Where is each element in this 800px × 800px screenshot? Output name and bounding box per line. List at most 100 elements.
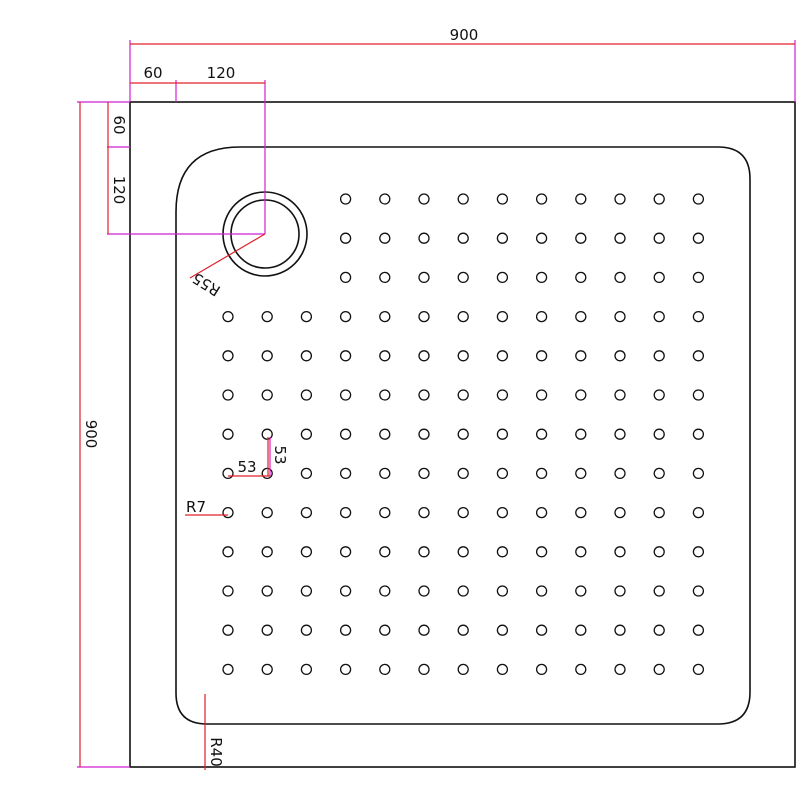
drainage-hole (496, 350, 509, 362)
drainage-hole (535, 232, 548, 244)
drainage-hole (653, 193, 665, 205)
drainage-hole (614, 467, 626, 480)
drainage-hole (653, 467, 665, 480)
drainage-hole (222, 546, 234, 558)
drainage-hole (535, 193, 548, 205)
drainage-hole (614, 389, 626, 401)
drainage-hole (379, 271, 391, 284)
drainage-hole (300, 506, 313, 519)
drainage-hole (379, 546, 391, 558)
drainage-hole (575, 467, 587, 480)
drainage-hole (653, 585, 665, 597)
label-offset-x: 60 (143, 64, 162, 82)
extension-lines (77, 40, 796, 768)
drainage-hole (575, 232, 587, 244)
drainage-hole (418, 585, 430, 597)
drainage-hole (692, 663, 705, 676)
drainage-hole (457, 585, 469, 597)
tray-outer-border (129, 101, 796, 768)
drainage-hole (496, 663, 509, 676)
drainage-hole (457, 193, 469, 205)
drainage-hole (457, 624, 469, 636)
drainage-hole (339, 310, 352, 323)
drainage-hole (457, 506, 469, 519)
drainage-hole (535, 271, 548, 284)
drainage-hole (614, 663, 626, 676)
drainage-hole (653, 389, 665, 401)
drainage-hole (692, 624, 705, 636)
drainage-hole (222, 310, 234, 323)
drainage-hole (692, 428, 705, 440)
drainage-hole (496, 624, 509, 636)
drainage-hole (575, 546, 587, 558)
label-hole-pitch-y: 53 (271, 445, 289, 464)
drainage-hole (261, 467, 273, 480)
drainage-hole (418, 428, 430, 440)
drainage-hole (418, 193, 430, 205)
label-hole-radius: R7 (186, 498, 206, 516)
drainage-hole (692, 310, 705, 323)
drainage-hole (653, 428, 665, 440)
drainage-hole (339, 389, 352, 401)
drainage-hole (339, 350, 352, 362)
drainage-hole (457, 467, 469, 480)
drainage-hole (339, 506, 352, 519)
drainage-hole (535, 310, 548, 323)
drainage-hole (575, 585, 587, 597)
drainage-hole (535, 389, 548, 401)
drainage-hole (653, 506, 665, 519)
drainage-hole (457, 232, 469, 244)
drainage-hole (379, 232, 391, 244)
drainage-hole (339, 232, 352, 244)
label-corner-radius: R40 (207, 737, 225, 767)
drainage-hole (300, 467, 313, 480)
drainage-hole (575, 310, 587, 323)
drainage-hole (653, 663, 665, 676)
drainage-hole (614, 546, 626, 558)
drainage-hole (300, 663, 313, 676)
drainage-hole (692, 585, 705, 597)
drainage-hole (692, 506, 705, 519)
drainage-hole (496, 585, 509, 597)
drainage-hole (300, 624, 313, 636)
drainage-hole (379, 506, 391, 519)
drainage-hole (379, 663, 391, 676)
drainage-hole (222, 506, 234, 519)
drainage-hole (222, 624, 234, 636)
drainage-hole (222, 350, 234, 362)
drainage-hole (614, 585, 626, 597)
drainage-hole-grid (222, 193, 705, 676)
label-drain-x: 120 (207, 64, 236, 82)
label-drain-radius: R55 (189, 269, 224, 300)
drainage-hole (457, 350, 469, 362)
drainage-hole (692, 193, 705, 205)
drainage-hole (418, 310, 430, 323)
drainage-hole (418, 506, 430, 519)
drainage-hole (614, 428, 626, 440)
drainage-hole (339, 663, 352, 676)
drainage-hole (653, 350, 665, 362)
label-overall-height: 900 (82, 420, 100, 449)
drainage-hole (496, 271, 509, 284)
drainage-hole (535, 663, 548, 676)
label-offset-y: 60 (110, 115, 128, 134)
drainage-hole (535, 585, 548, 597)
drainage-hole (692, 350, 705, 362)
drainage-hole (457, 389, 469, 401)
drainage-hole (692, 271, 705, 284)
drainage-hole (379, 585, 391, 597)
label-hole-pitch-x: 53 (237, 458, 256, 476)
label-overall-width: 900 (450, 26, 479, 44)
drainage-hole (496, 232, 509, 244)
drainage-hole (457, 428, 469, 440)
drainage-hole (339, 193, 352, 205)
drainage-hole (300, 389, 313, 401)
drainage-hole (339, 271, 352, 284)
drainage-hole (457, 546, 469, 558)
drainage-hole (222, 467, 234, 480)
drainage-hole (339, 585, 352, 597)
drainage-hole (418, 467, 430, 480)
tray-inner-basin (175, 146, 751, 725)
drainage-hole (614, 193, 626, 205)
